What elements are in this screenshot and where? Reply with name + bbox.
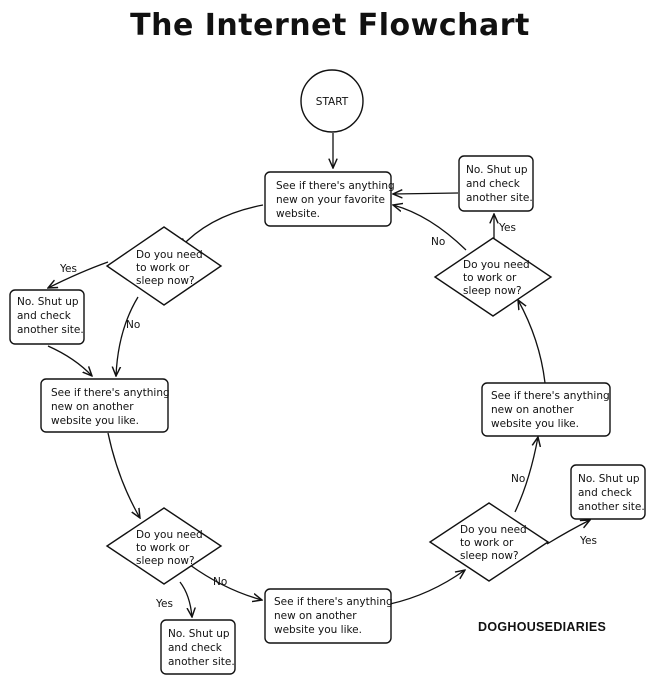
another-site-1-node: See if there's anything new on another w… xyxy=(40,378,170,433)
start-node: START xyxy=(300,69,364,133)
shutup-4-line-3: another site. xyxy=(466,192,533,204)
another-site-1-line-2: new on another xyxy=(51,401,134,413)
decision-3-line-2: to work or xyxy=(460,537,514,549)
edge-d3-yes xyxy=(546,520,590,545)
shutup-3-line-1: No. Shut up xyxy=(578,473,640,485)
shutup-4-line-2: and check xyxy=(466,178,521,190)
shutup-1-line-1: No. Shut up xyxy=(17,296,79,308)
shutup-4-node: No. Shut up and check another site. xyxy=(458,155,534,212)
shutup-1-line-3: another site. xyxy=(17,324,84,336)
diagram-title: The Internet Flowchart xyxy=(130,8,530,43)
another-site-3-line-3: website you like. xyxy=(491,418,579,430)
another-site-2-line-1: See if there's anything xyxy=(274,596,393,608)
decision-4-node: Do you need to work or sleep now? xyxy=(433,237,553,317)
decision-2-node: Do you need to work or sleep now? xyxy=(105,507,223,585)
fav-site-line-1: See if there's anything xyxy=(276,180,395,192)
shutup-3-line-2: and check xyxy=(578,487,633,499)
edge-shutup4-to-fav xyxy=(393,193,459,194)
decision-1-line-3: sleep now? xyxy=(136,275,195,287)
edge-d1-no xyxy=(116,296,139,376)
another-site-2-line-3: website you like. xyxy=(274,624,362,636)
decision-3-node: Do you need to work or sleep now? xyxy=(428,502,550,582)
edge-labels: Yes No Yes No Yes No Yes No xyxy=(59,222,597,610)
another-site-1-line-1: See if there's anything xyxy=(51,387,170,399)
another-site-3-node: See if there's anything new on another w… xyxy=(481,382,611,437)
edge-fav-to-d1 xyxy=(180,204,264,248)
edge-label-d1-no: No xyxy=(126,319,140,331)
edge-label-d4-no: No xyxy=(431,236,445,248)
another-site-3-line-1: See if there's anything xyxy=(491,390,610,402)
edge-site3-to-d4 xyxy=(518,300,546,384)
decision-1-node: Do you need to work or sleep now? xyxy=(105,226,223,306)
edge-label-d2-yes: Yes xyxy=(155,598,173,610)
edge-site1-to-d2 xyxy=(107,432,140,518)
edge-label-d1-yes: Yes xyxy=(59,263,77,275)
shutup-2-line-3: another site. xyxy=(168,656,235,668)
edge-site2-to-d3 xyxy=(389,570,465,605)
decision-2-line-2: to work or xyxy=(136,542,190,554)
another-site-3-line-2: new on another xyxy=(491,404,574,416)
fav-site-line-3: website. xyxy=(276,208,320,220)
edge-d3-no xyxy=(514,437,538,513)
another-site-1-line-3: website you like. xyxy=(51,415,139,427)
edge-d4-no xyxy=(393,205,467,251)
shutup-4-line-1: No. Shut up xyxy=(466,164,528,176)
edge-shutup1-to-site1 xyxy=(47,345,92,376)
another-site-2-node: See if there's anything new on another w… xyxy=(264,588,393,644)
shutup-2-line-2: and check xyxy=(168,642,223,654)
edges xyxy=(48,133,590,617)
shutup-1-node: No. Shut up and check another site. xyxy=(9,289,85,345)
shutup-1-line-2: and check xyxy=(17,310,72,322)
decision-2-line-1: Do you need xyxy=(136,529,203,541)
shutup-2-line-1: No. Shut up xyxy=(168,628,230,640)
decision-2-line-3: sleep now? xyxy=(136,555,195,567)
shutup-2-node: No. Shut up and check another site. xyxy=(160,619,236,675)
shutup-3-node: No. Shut up and check another site. xyxy=(570,464,646,520)
another-site-2-line-2: new on another xyxy=(274,610,357,622)
edge-label-d3-yes: Yes xyxy=(579,535,597,547)
shutup-3-line-3: another site. xyxy=(578,501,645,513)
fav-site-line-2: new on your favorite xyxy=(276,194,385,206)
decision-4-line-3: sleep now? xyxy=(463,285,522,297)
start-label: START xyxy=(316,96,349,108)
edge-label-d3-no: No xyxy=(511,473,525,485)
decision-4-line-2: to work or xyxy=(463,272,517,284)
decision-3-line-1: Do you need xyxy=(460,524,527,536)
edge-d2-no xyxy=(189,564,262,600)
edge-d1-yes xyxy=(48,261,109,288)
decision-1-line-2: to work or xyxy=(136,262,190,274)
decision-4-line-1: Do you need xyxy=(463,259,530,271)
edge-label-d4-yes: Yes xyxy=(498,222,516,234)
decision-3-line-3: sleep now? xyxy=(460,550,519,562)
decision-1-line-1: Do you need xyxy=(136,249,203,261)
credit-text: DOGHOUSEDIARIES xyxy=(478,620,607,634)
edge-d2-yes xyxy=(179,581,192,617)
edge-label-d2-no: No xyxy=(213,576,227,588)
fav-site-node: See if there's anything new on your favo… xyxy=(264,171,395,227)
